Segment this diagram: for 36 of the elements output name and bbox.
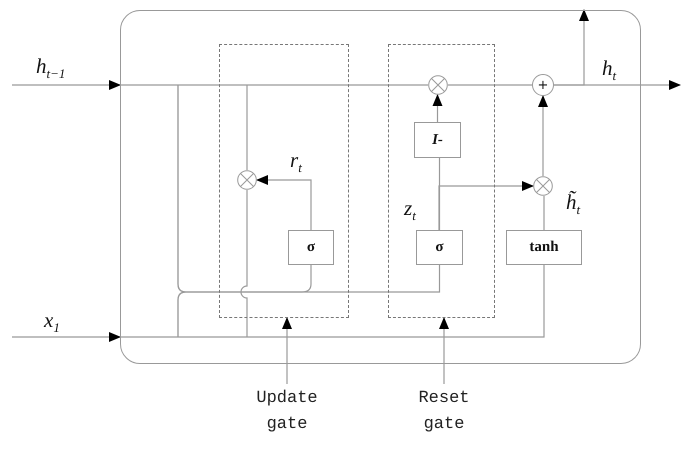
connector-line: [448, 84, 532, 86]
arrow: [432, 94, 442, 122]
cell-box: [120, 10, 641, 364]
connector-line: [438, 158, 440, 230]
variable-label: h$_{t}$: [602, 58, 616, 82]
variable-label: h̃$_{t}$: [566, 192, 580, 216]
arrow: [282, 317, 292, 384]
connector-line: [177, 84, 440, 338]
gate-region: [219, 44, 349, 318]
gate-region: [388, 44, 495, 318]
variable-label: x$_{1}$: [44, 310, 60, 334]
arrow: [438, 181, 534, 230]
arrow: [256, 175, 312, 230]
variable-label: z$_{t}$: [404, 198, 416, 222]
connector-line: [120, 84, 428, 86]
arrow: [554, 9, 589, 86]
sigmoid-block: σ: [288, 230, 334, 265]
add-node: +: [532, 74, 554, 96]
multiply-node: [428, 75, 448, 95]
multiply-node: [237, 170, 257, 190]
multiply-node: [533, 176, 553, 196]
gate-caption: Update gate: [247, 384, 327, 440]
sigmoid-block: σ: [416, 230, 463, 265]
variable-label: h$_{t−1}$: [36, 56, 66, 80]
one-minus-block: I-: [414, 122, 461, 158]
arrow: [12, 80, 121, 90]
arrow: [439, 317, 449, 384]
arrow: [12, 332, 121, 342]
connector-line: [543, 196, 545, 230]
connector-line: [120, 265, 545, 338]
connector-line: [246, 85, 248, 170]
arrow: [538, 95, 548, 176]
connector-line: [240, 190, 248, 337]
gate-caption: Reset gate: [404, 384, 484, 440]
variable-label: r$_{t}$: [290, 150, 302, 174]
tanh-block: tanh: [506, 230, 582, 265]
